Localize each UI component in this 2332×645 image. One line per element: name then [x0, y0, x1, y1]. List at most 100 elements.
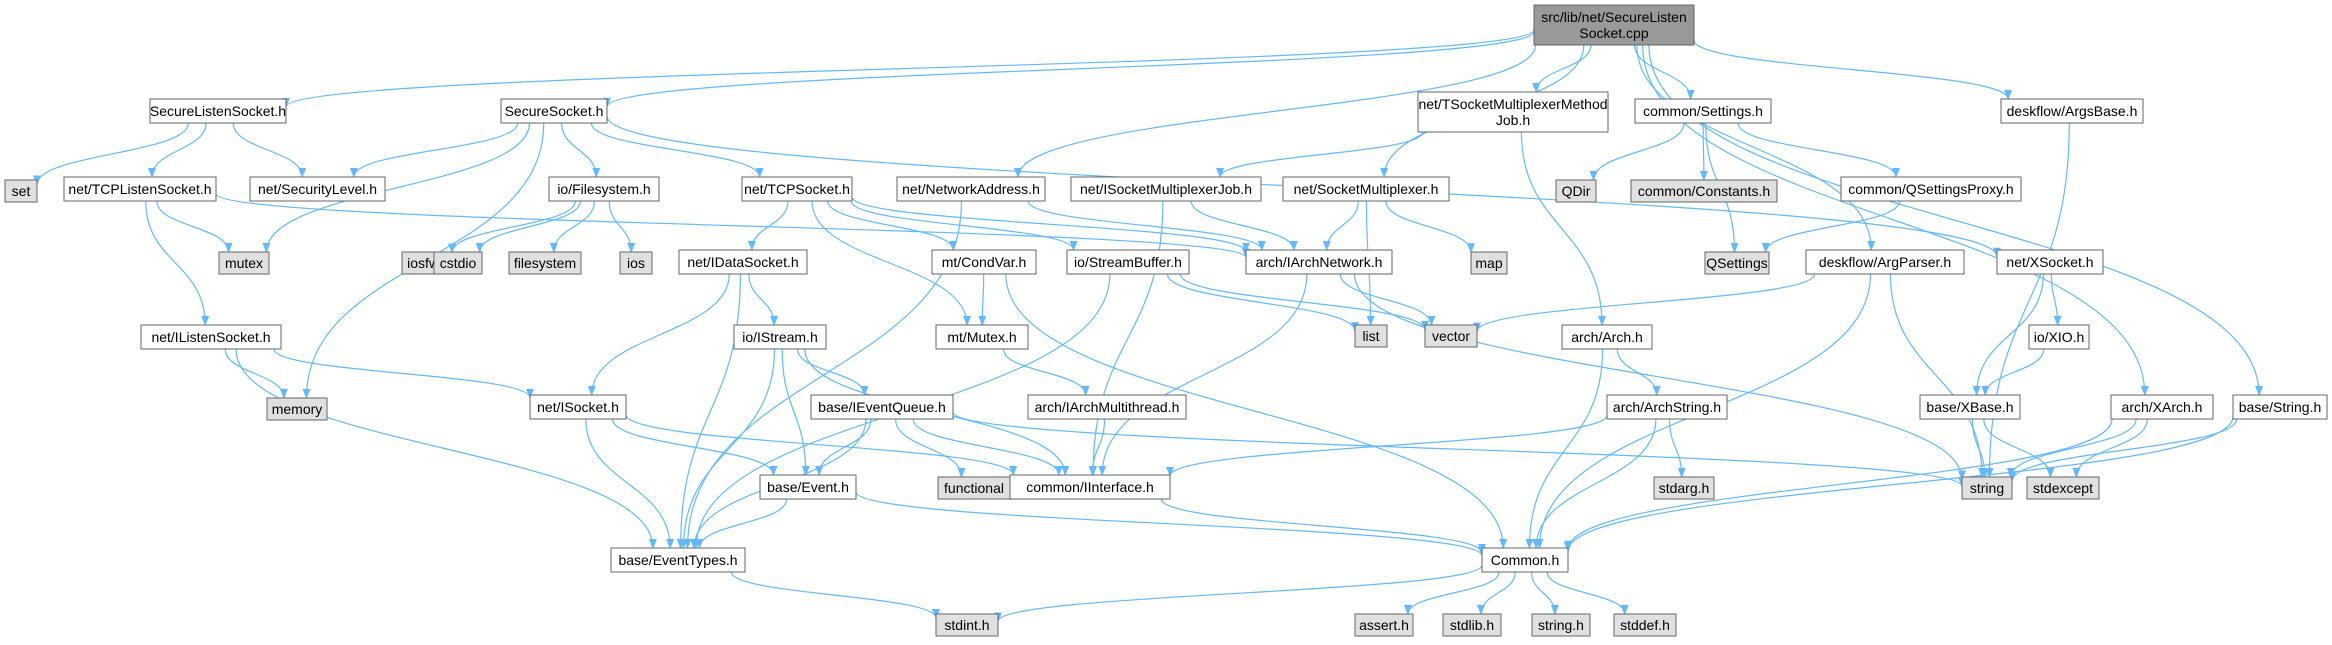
graph-node-box — [218, 251, 270, 275]
include-edge-archstring-to-stdarg — [1668, 418, 1686, 478]
graph-node-condvar[interactable]: mt/CondVar.h — [931, 249, 1037, 275]
include-edge-condvar-to-mutex_h — [978, 273, 987, 326]
graph-node-box — [1442, 613, 1502, 637]
graph-node-eventtypes[interactable]: base/EventTypes.h — [610, 547, 746, 573]
include-edge-securesocket-to-filesystem_h — [561, 122, 601, 178]
graph-node-xbase[interactable]: base/XBase.h — [1919, 394, 2021, 420]
graph-node-box — [1555, 179, 1597, 203]
include-edge-tcpsocket-to-iarchnetwork — [851, 196, 1250, 253]
include-edge-root-to-argparser — [1636, 44, 1876, 251]
graph-node-ilistensocket[interactable]: net/IListenSocket.h — [140, 324, 282, 350]
graph-node-tcpsocket[interactable]: net/TCPSocket.h — [741, 176, 853, 202]
include-edge-tcpsocket-to-mutex_h — [811, 200, 971, 326]
graph-node-securesocket[interactable]: SecureSocket.h — [500, 98, 608, 124]
include-edge-ilistensocket-to-memory — [224, 348, 288, 399]
include-edge-root-to-networkaddress — [1014, 44, 1537, 178]
graph-node-box — [1533, 4, 1695, 46]
include-edge-xarch-to-string — [2006, 418, 2137, 478]
graph-node-box — [610, 547, 746, 573]
graph-node-securitylevel[interactable]: net/SecurityLevel.h — [249, 176, 386, 202]
graph-node-box — [149, 98, 287, 124]
graph-node-argparser[interactable]: deskflow/ArgParser.h — [1805, 249, 1965, 275]
graph-node-networkaddress[interactable]: net/NetworkAddress.h — [896, 176, 1046, 202]
graph-node-label: stdint.h — [944, 617, 989, 633]
graph-node-settings[interactable]: common/Settings.h — [1634, 98, 1772, 124]
graph-node-argsbase[interactable]: deskflow/ArgsBase.h — [2000, 98, 2144, 124]
include-edge-filesystem_h-to-iosfwd — [448, 200, 576, 254]
graph-node-label: arch/Arch.h — [1571, 329, 1643, 345]
graph-node-basestring[interactable]: base/String.h — [2232, 394, 2328, 420]
graph-node-label: src/lib/net/SecureListen — [1541, 9, 1687, 25]
graph-node-box — [931, 249, 1037, 275]
include-edge-tcplistensocket-to-iarchnetwork — [215, 193, 1250, 259]
graph-node-box — [1613, 613, 1677, 637]
graph-node-label: deskflow/ArgParser.h — [1819, 254, 1951, 270]
graph-node-archstring[interactable]: arch/ArchString.h — [1606, 394, 1728, 420]
graph-node-label: base/XBase.h — [1926, 399, 2013, 415]
graph-node-socketmultiplexer[interactable]: net/SocketMultiplexer.h — [1282, 176, 1450, 202]
include-edge-iinterface-to-common — [1160, 498, 1486, 554]
graph-node-isocketmultiplexerjob[interactable]: net/ISocketMultiplexerJob.h — [1070, 176, 1262, 202]
graph-node-xio[interactable]: io/XIO.h — [2028, 324, 2090, 350]
graph-node-label: common/Constants.h — [1638, 183, 1770, 199]
include-edge-tsocketmultiplexermethodjob-to-arch_h — [1520, 131, 1606, 326]
graph-node-event[interactable]: base/Event.h — [759, 474, 857, 500]
graph-node-filesystem_h[interactable]: io/Filesystem.h — [548, 176, 660, 202]
graph-node-xarch[interactable]: arch/XArch.h — [2110, 394, 2214, 420]
graph-node-box — [4, 179, 38, 203]
graph-node-qsettingsproxy[interactable]: common/QSettingsProxy.h — [1840, 176, 2022, 202]
include-edge-xsocket-to-xio — [2050, 273, 2062, 326]
graph-node-label: map — [1475, 255, 1502, 271]
graph-node-mutex: mutex — [218, 251, 270, 275]
graph-node-box — [266, 397, 328, 421]
graph-node-label: mt/CondVar.h — [942, 254, 1027, 270]
include-edge-iarchnetwork-to-vector — [1339, 273, 1436, 326]
graph-node-common[interactable]: Common.h — [1481, 547, 1569, 573]
graph-node-box — [1531, 613, 1591, 637]
graph-node-label: net/TCPListenSocket.h — [68, 181, 211, 197]
graph-node-box — [1704, 251, 1770, 275]
graph-node-isocket[interactable]: net/ISocket.h — [529, 394, 627, 420]
graph-node-idatasocket[interactable]: net/IDataSocket.h — [678, 249, 808, 275]
graph-node-label: net/SocketMultiplexer.h — [1294, 181, 1439, 197]
graph-node-label: assert.h — [1359, 617, 1409, 633]
graph-node-label: net/IListenSocket.h — [151, 329, 270, 345]
include-edge-common-to-stddef — [1546, 571, 1629, 615]
graph-node-tcplistensocket[interactable]: net/TCPListenSocket.h — [63, 176, 217, 202]
graph-node-set: set — [4, 179, 38, 203]
graph-node-iarchmultithread[interactable]: arch/IArchMultithread.h — [1027, 394, 1187, 420]
graph-node-iinterface[interactable]: common/IInterface.h — [1009, 474, 1171, 500]
graph-node-box — [1919, 394, 2021, 420]
graph-node-string: string — [1961, 476, 2013, 500]
graph-node-box — [1840, 176, 2022, 202]
graph-node-arch_h[interactable]: arch/Arch.h — [1561, 324, 1653, 350]
graph-node-cstdio: cstdio — [433, 251, 483, 275]
include-edge-root-to-securesocket — [603, 31, 1535, 108]
graph-node-istream[interactable]: io/IStream.h — [733, 324, 827, 350]
graph-node-ios: ios — [619, 251, 653, 275]
include-edge-common-to-assert — [1403, 571, 1500, 615]
include-edge-tcpsocket-to-condvar — [827, 200, 958, 251]
graph-node-label: arch/IArchNetwork.h — [1256, 254, 1383, 270]
graph-node-label: net/ISocket.h — [537, 399, 619, 415]
include-edge-basestring-to-string — [2008, 418, 2238, 483]
graph-node-xsocket[interactable]: net/XSocket.h — [1996, 249, 2104, 275]
graph-node-ieventqueue[interactable]: base/IEventQueue.h — [810, 394, 954, 420]
graph-node-box — [433, 251, 483, 275]
include-edge-isocket-to-event — [611, 418, 778, 476]
include-edge-istream-to-event — [781, 348, 810, 476]
graph-node-streambuffer[interactable]: io/StreamBuffer.h — [1066, 249, 1190, 275]
graph-node-box — [548, 176, 660, 202]
graph-node-mutex_h[interactable]: mt/Mutex.h — [935, 324, 1029, 350]
include-edge-securelistensocket-to-set — [33, 122, 189, 186]
graph-node-box — [1481, 547, 1569, 573]
graph-node-iarchnetwork[interactable]: arch/IArchNetwork.h — [1245, 249, 1393, 275]
include-edge-common-to-stdlib — [1477, 571, 1516, 615]
graph-node-label: net/SecurityLevel.h — [258, 181, 377, 197]
graph-node-box — [1606, 394, 1728, 420]
graph-node-box — [500, 98, 608, 124]
include-edge-argparser-to-vector — [1473, 273, 1816, 333]
graph-node-securelistensocket[interactable]: SecureListenSocket.h — [149, 98, 287, 124]
graph-node-label: common/QSettingsProxy.h — [1848, 181, 2013, 197]
